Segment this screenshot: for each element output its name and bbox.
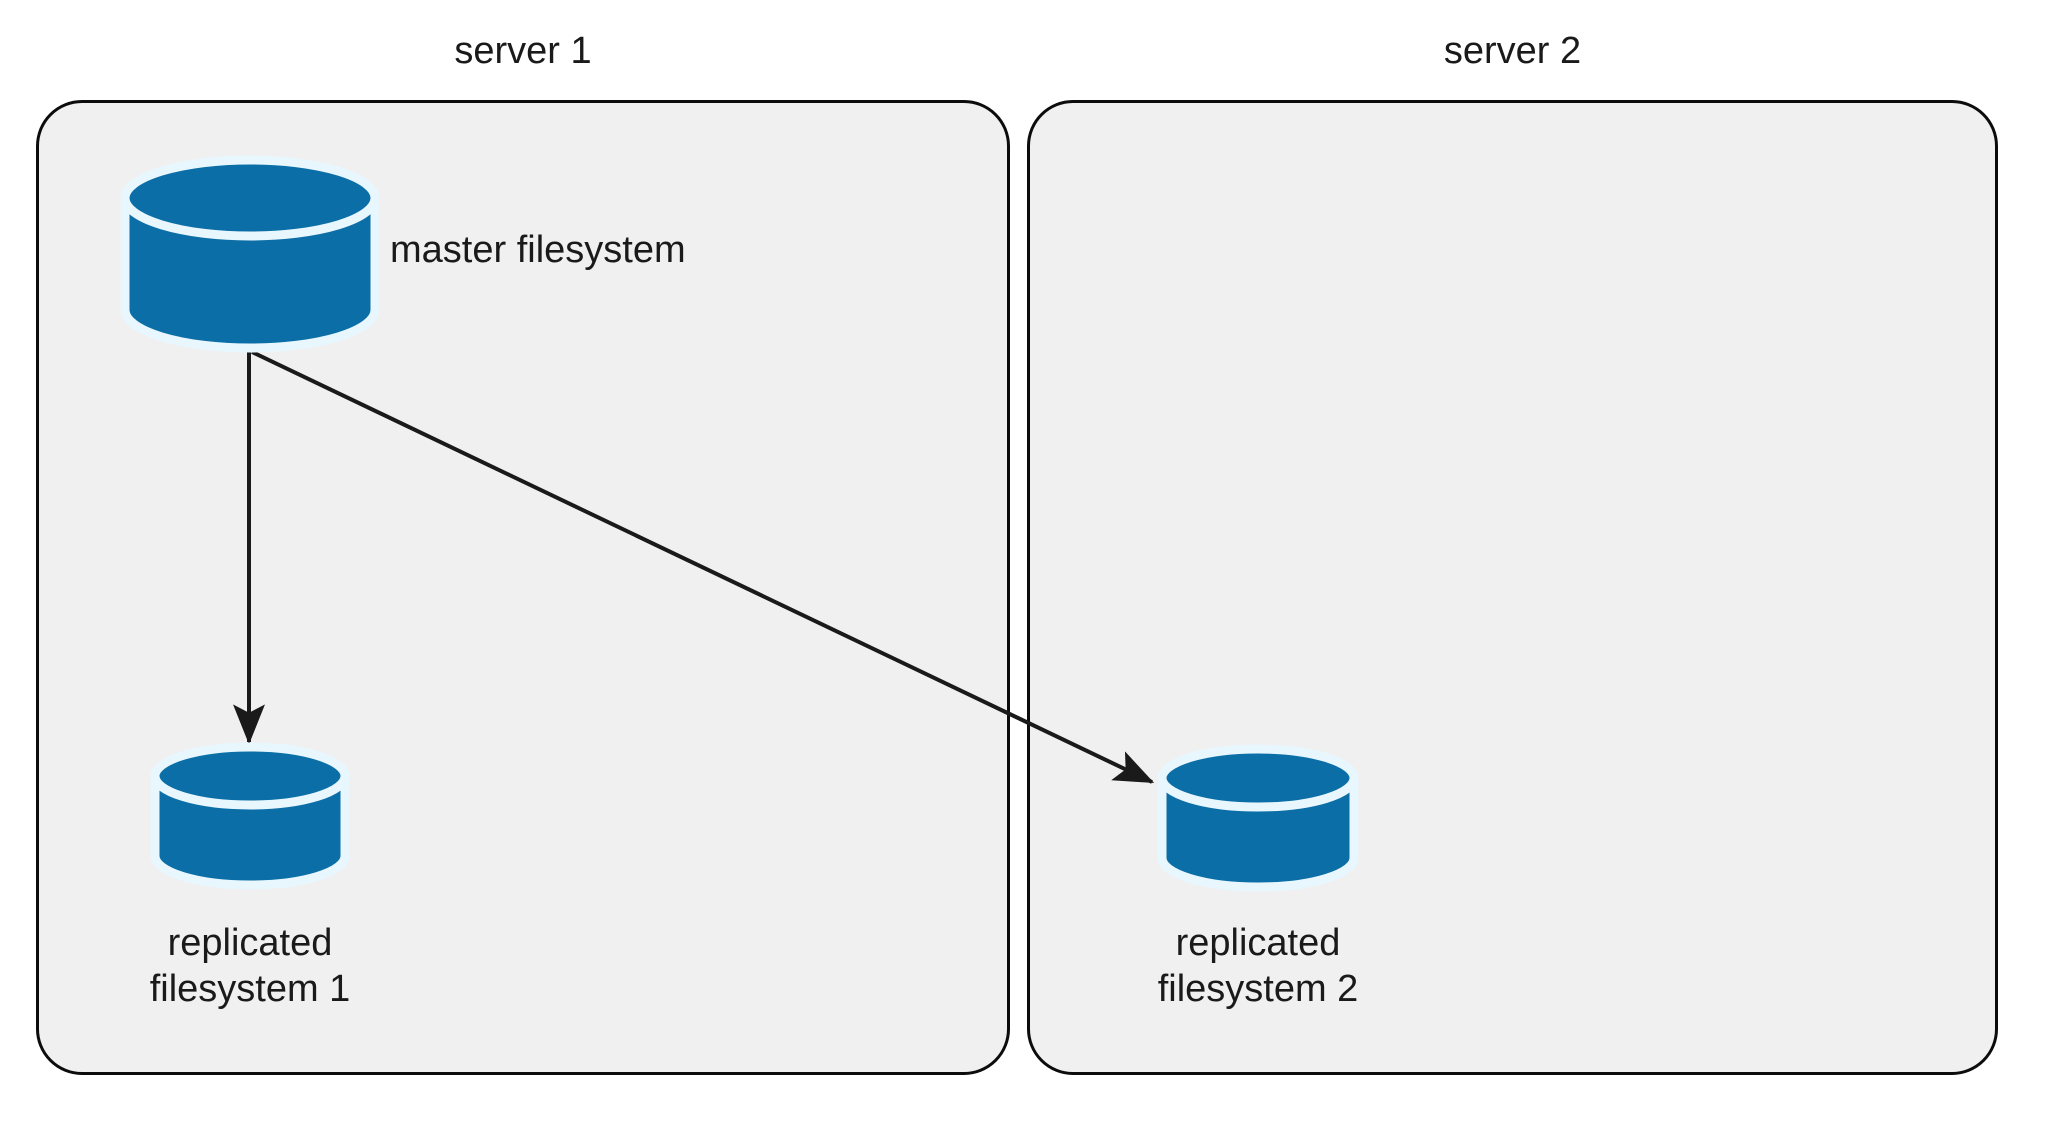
server-2-container bbox=[1027, 100, 1998, 1075]
master-filesystem-label: master filesystem bbox=[390, 229, 686, 271]
replicated-filesystem-1-label: replicated filesystem 1 bbox=[50, 920, 450, 1012]
replicated-filesystem-1-label-line-1: replicated bbox=[167, 922, 333, 964]
server-2-title: server 2 bbox=[1443, 30, 1582, 72]
replicated-filesystem-2-label-line-2: filesystem 2 bbox=[1157, 968, 1359, 1010]
replicated-filesystem-1-label-line-2: filesystem 1 bbox=[149, 968, 351, 1010]
replicated-filesystem-2-label-line-1: replicated bbox=[1175, 922, 1341, 964]
replicated-filesystem-2-label: replicated filesystem 2 bbox=[1058, 920, 1458, 1012]
server-1-title: server 1 bbox=[454, 30, 592, 72]
